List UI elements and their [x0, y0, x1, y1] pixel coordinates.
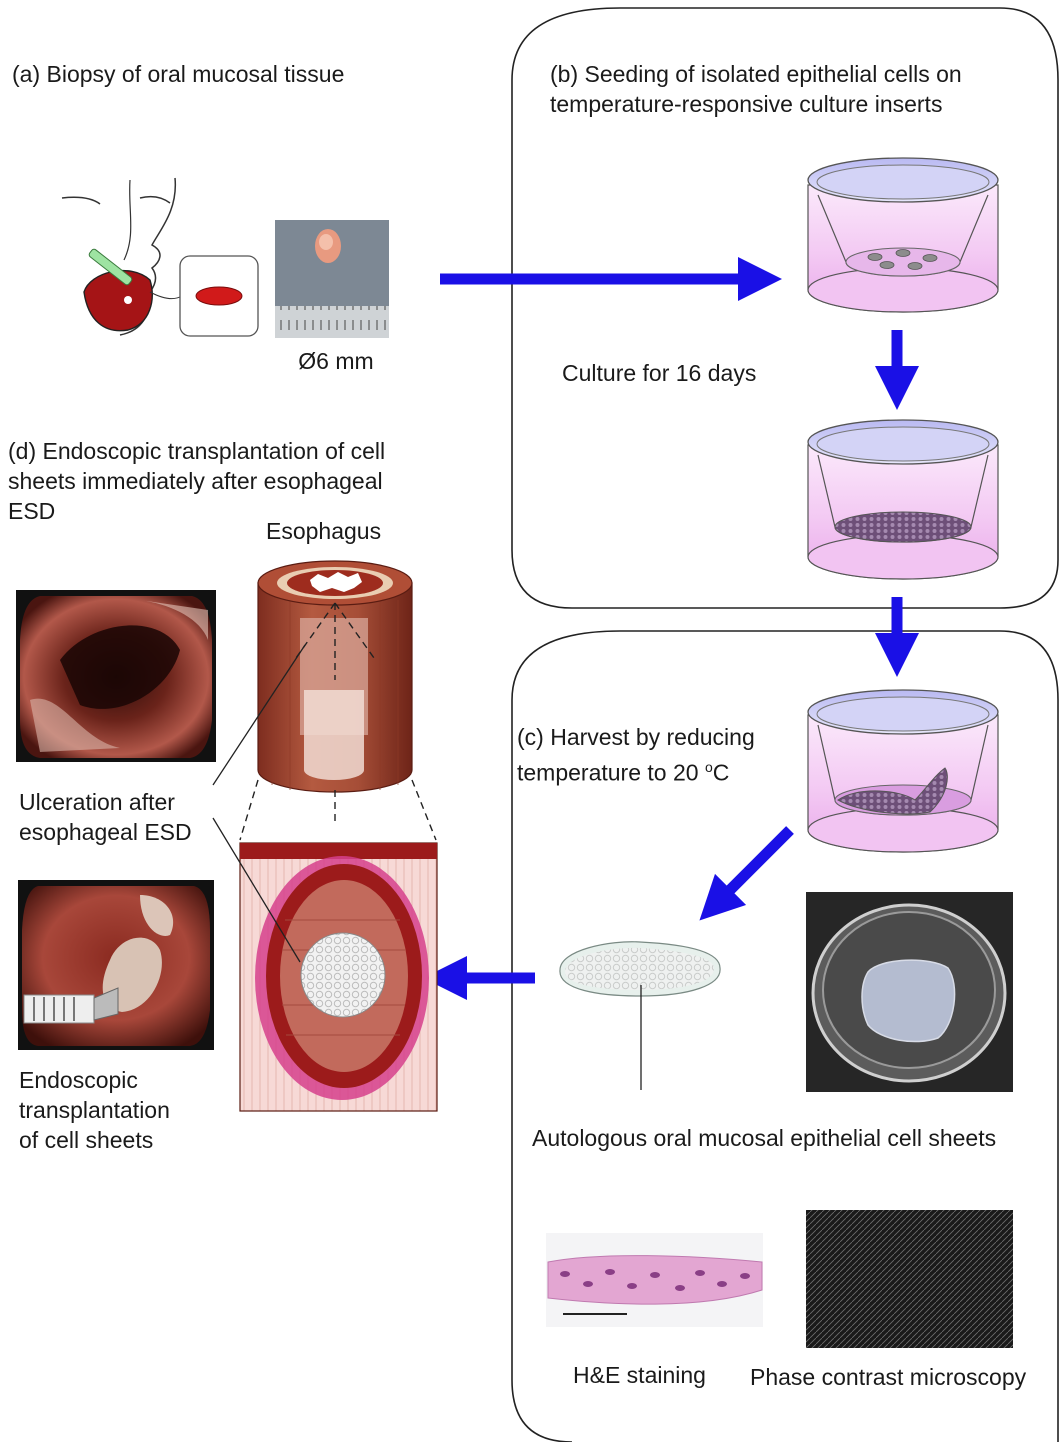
arrow-harvest — [715, 830, 790, 905]
panel-c-title: (c) Harvest by reducing temperature to 2… — [517, 722, 755, 788]
panel-b-title: (b) Seeding of isolated epithelial cells… — [550, 59, 962, 119]
biopsy-disc — [196, 287, 242, 305]
phase-contrast-label: Phase contrast microscopy — [750, 1362, 1026, 1392]
endoscopy-transplant-photo — [18, 880, 214, 1050]
face-profile-illustration — [62, 178, 182, 335]
he-staining-image — [546, 1233, 763, 1327]
panel-c-title-unit: C — [713, 760, 730, 786]
phase-contrast-image — [806, 1210, 1013, 1348]
culture-duration-label: Culture for 16 days — [562, 358, 756, 388]
opened-esophagus-illustration — [240, 843, 437, 1111]
cell-sheet-illustration — [560, 942, 720, 996]
cell-sheet-dish-photo — [806, 892, 1013, 1092]
transplant-label: Endoscopic transplantation of cell sheet… — [19, 1065, 170, 1155]
panel-d-title: (d) Endoscopic transplantation of cell s… — [8, 436, 385, 526]
panel-a-title: (a) Biopsy of oral mucosal tissue — [12, 59, 344, 89]
esophagus-label: Esophagus — [266, 516, 381, 546]
endoscopy-ulceration-photo — [16, 590, 216, 762]
he-staining-label: H&E staining — [573, 1360, 706, 1390]
culture-insert-harvest — [808, 690, 998, 852]
panel-c-title-sup: o — [705, 759, 713, 775]
culture-insert-seeding — [808, 158, 998, 312]
cell-sheets-label: Autologous oral mucosal epithelial cell … — [532, 1123, 996, 1153]
ulceration-label: Ulceration after esophageal ESD — [19, 787, 192, 847]
culture-insert-cultured — [808, 420, 998, 579]
biopsy-photo — [275, 220, 389, 338]
biopsy-size-label: Ø6 mm — [298, 348, 373, 374]
